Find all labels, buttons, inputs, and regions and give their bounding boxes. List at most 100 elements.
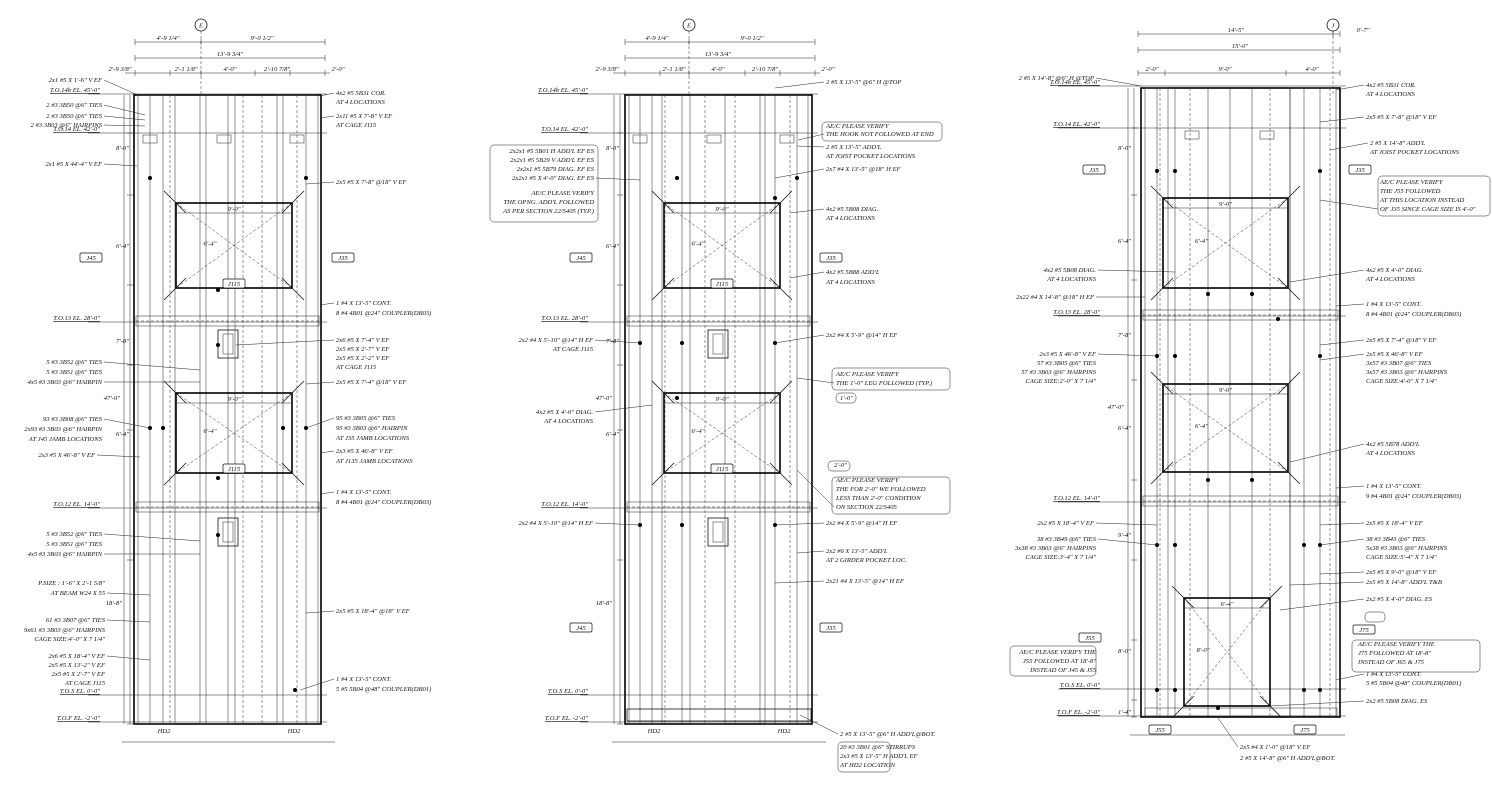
rebar-note-left: 5 #3 3B51 @6" TIES <box>46 369 102 376</box>
revision-cloud <box>1009 645 1097 677</box>
rebar-note-right: 1 #4 X 13'-5" CONT. <box>336 676 392 683</box>
bar-dot <box>1302 543 1306 547</box>
leader-line <box>106 619 151 623</box>
bar-dot <box>675 396 679 400</box>
rebar-note-right: AE/C PLEASE VERIFY <box>835 477 900 484</box>
jamb-tag: J75 <box>1300 727 1310 734</box>
rebar-note-right: 5 #5 5B04 @48" COUPLER(DB01) <box>1366 680 1461 687</box>
jamb-tag: J75 <box>1359 627 1369 634</box>
rebar-note-right: 2x5 #5 X 2'-2" V EF <box>336 355 390 362</box>
side-dimension-label: 8'-0" <box>1118 145 1131 152</box>
rebar-note-right: 4x2 #5 5B08 DIAG. <box>826 206 879 213</box>
rebar-note-right: AE/C PLEASE VERIFY THE <box>1357 641 1435 648</box>
bar-dot <box>281 426 285 430</box>
bar-dot <box>1302 688 1306 692</box>
embed-plate <box>707 329 729 359</box>
level-label: T.O.12 EL. 14'-0" <box>1053 495 1100 502</box>
rebar-note-left: 4x5 #3 3B03 @6" HAIRPIN <box>28 379 103 386</box>
rebar-note-right: AT 4 LOCATIONS <box>1365 91 1416 98</box>
side-dimension-label: 8'-0" <box>606 145 619 152</box>
leader-line <box>1335 303 1365 307</box>
diagonal-bar <box>769 277 793 301</box>
diagonal-bar <box>1259 585 1283 609</box>
side-dimension-label: 6'-4" <box>116 431 129 438</box>
opening-height-label: 6'-4" <box>204 428 217 435</box>
side-dimension-label: 6'-4" <box>1118 425 1131 432</box>
revision-cloud <box>827 460 851 472</box>
side-dimension-label: 6'-4" <box>606 431 619 438</box>
leader-line <box>774 522 825 526</box>
rebar-note-right: AT CAGE J115 <box>335 364 377 371</box>
bottom-label: HD2 <box>287 728 302 735</box>
rebar-note-left: AT CAGE J115 <box>552 346 594 353</box>
wall-outline <box>624 94 813 725</box>
rebar-note-right: 2x5 #5 X 7'-4" @18" V EF <box>336 379 407 386</box>
leader-line <box>594 404 653 413</box>
level-label: T.O.13 EL. 28'-0" <box>1053 309 1100 316</box>
bar-dot <box>1173 543 1177 547</box>
leader-line <box>1335 485 1365 489</box>
revision-cloud <box>831 367 951 391</box>
rebar-note-right: 1 #4 X 13'-5" CONT. <box>336 489 392 496</box>
jamb-tag: J35 <box>1355 167 1365 174</box>
revision-cloud <box>489 144 599 223</box>
bottom-label: HD2 <box>777 728 792 735</box>
leader-line <box>106 655 151 661</box>
rebar-note-left: 61 #3 3B07 @6" TIES <box>46 617 106 624</box>
leader-line <box>796 145 825 148</box>
rebar-note-right: 2x3 #5 X 13'-5" H ADD'L EF <box>840 753 918 760</box>
rebar-note-right: 8 #4 4B01 @24" COUPLER(DB03) <box>1366 311 1461 318</box>
diagonal-bar <box>281 380 305 404</box>
rebar-note-right: LESS THAN 2'-0" CONDITION <box>835 495 921 502</box>
rebar-note-right: 1'-0" <box>840 395 853 402</box>
grid-bubble-label: J <box>1332 22 1336 29</box>
bar-dot <box>1173 169 1177 173</box>
rebar-note-right: 4x2 #5 5B31 COR. <box>1366 82 1416 89</box>
grid-tag-box <box>1148 724 1172 735</box>
rebar-note-right: 1 #4 X 13'-5" CONT. <box>336 300 392 307</box>
side-dimension-label: 6'-4" <box>606 243 619 250</box>
rebar-note-right: 3x57 #3 3B07 @6" TIES <box>1365 360 1432 367</box>
rebar-note-left: 57 #3 3B03 @6" HAIRPINS <box>1021 369 1096 376</box>
grid-tag-box <box>1293 724 1317 735</box>
rebar-note-left: 57 #3 3B05 @6" TIES <box>1037 360 1097 367</box>
rebar-note-left: AT 4 LOCATIONS <box>543 418 594 425</box>
leader-line <box>319 92 335 97</box>
rebar-note-right: 2x5 #5 X 9'-0" @18" V EF <box>1366 569 1437 576</box>
rebar-note-right: 4x2 #5 X 4'-0" DIAG. <box>1366 267 1423 274</box>
leader-line <box>103 104 146 116</box>
rebar-note-right: AE/C PLEASE VERIFY <box>1379 179 1444 186</box>
rebar-note-right: 3x57 #3 3B03 @6" HAIRPINS <box>1365 369 1448 376</box>
leader-line <box>1319 353 1365 361</box>
diagonal-bar <box>769 462 793 486</box>
rebar-note-right: AT 4 LOCATIONS <box>1365 276 1416 283</box>
grid-tag-box <box>819 622 843 633</box>
rebar-note-right: AT HD2 LOCATION <box>839 762 896 769</box>
rebar-note-right: AT JOIST POCKET LOCATIONS <box>825 153 916 160</box>
rebar-note-right: 2x2 #5 5B08 DIAG. ES <box>1366 698 1428 705</box>
embed-plate <box>217 517 239 547</box>
rebar-note-right: AT 2 GIRDER POCKET LOC. <box>825 557 907 564</box>
bar-dot <box>293 688 297 692</box>
rebar-note-left: CAGE SIZE:2'-0" X 7 1/4" <box>1025 378 1096 385</box>
rebar-note-right: 2x6 #5 X 7'-4" V EF <box>336 337 390 344</box>
dimension-label: 2'-1 1/8" <box>662 66 685 73</box>
jamb-tag: J45 <box>576 255 586 262</box>
rebar-note-right: 1 #4 X 13'-5" CONT. <box>1366 671 1422 678</box>
dimension-label: 9'-0 1/2" <box>740 35 763 42</box>
rebar-note-right: 2x2 #5 X 4'-0" DIAG. ES <box>1366 596 1433 603</box>
grid-bubble <box>194 18 208 32</box>
grid-bubble-label: E <box>686 22 691 29</box>
jamb-hatch <box>276 94 319 725</box>
cage-tag: J115 <box>228 281 241 288</box>
rebar-note-right: 2x11 #5 X 7'-8" V EF <box>336 113 393 120</box>
diagonal-bar <box>1171 585 1195 609</box>
opening-height-label: 6'-4" <box>1195 423 1208 430</box>
embed-inner <box>222 333 234 355</box>
opening-width-label: 9'-0" <box>716 396 729 403</box>
rebar-note-left: 2x2 #5 X 18'-4" V EF <box>1037 520 1095 527</box>
diagonal-bar <box>163 190 187 214</box>
leader-line <box>1095 522 1158 526</box>
rebar-note-right: THE HOOK NOT FOLLOWED AT END <box>826 131 934 138</box>
rebar-note-right: AT 4 LOCATIONS <box>335 99 386 106</box>
